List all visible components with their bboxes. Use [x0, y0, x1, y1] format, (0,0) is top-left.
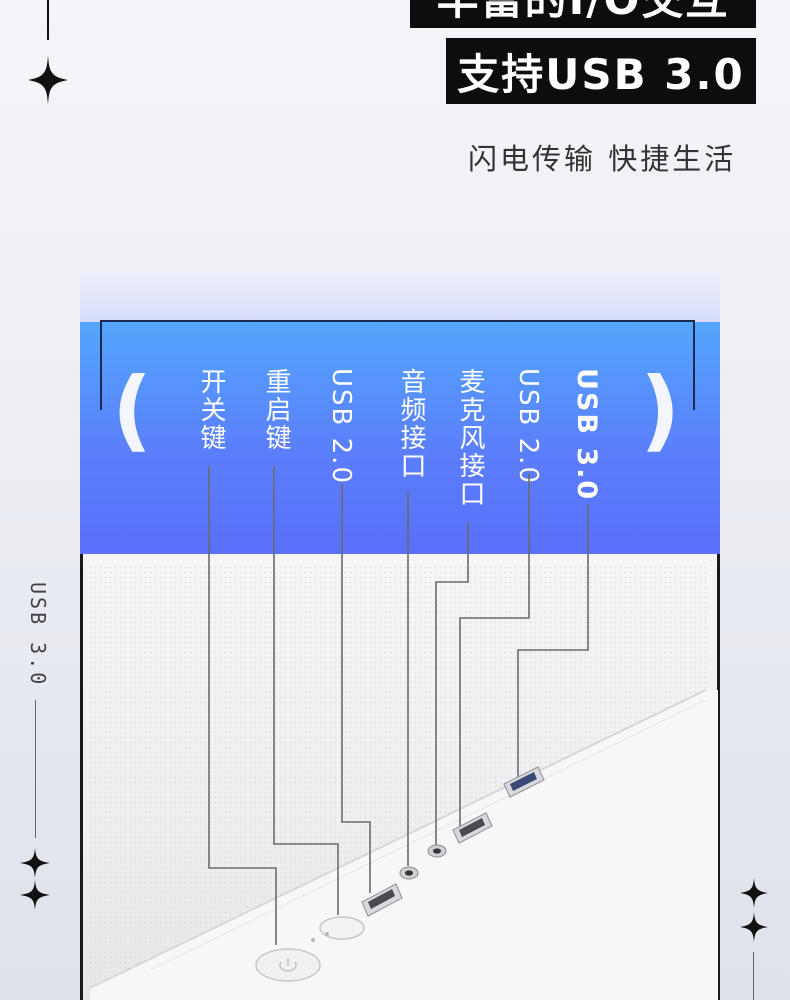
- audio-jack: [399, 866, 419, 880]
- usb3-port: [503, 766, 545, 798]
- label-audio-jack: 音频接口: [396, 368, 426, 480]
- line-usb2-a: [341, 484, 371, 893]
- usb2-port-a: [361, 883, 403, 917]
- reset-button: [319, 916, 365, 940]
- case-edge: [89, 689, 707, 989]
- deco-line-left: [35, 700, 36, 838]
- headline-main: 支持USB 3.0: [446, 38, 756, 104]
- label-usb2-b: USB 2.0: [513, 368, 543, 485]
- line-usb3: [517, 504, 589, 780]
- label-mic-jack: 麦克风接口: [455, 368, 485, 508]
- label-reset-button: 重启键: [261, 368, 291, 452]
- panel-frame: [100, 320, 695, 410]
- sparkle-icon: [28, 55, 68, 105]
- deco-line-right: [753, 952, 754, 1000]
- led-dot: [325, 932, 329, 936]
- headline-top: 丰富的I/O交互: [410, 0, 756, 28]
- bracket-left: (: [112, 358, 153, 461]
- usb2-port-b: [452, 812, 493, 844]
- mic-jack: [427, 844, 447, 858]
- side-usb-text: USB 3.0: [26, 582, 50, 688]
- label-usb2-a: USB 2.0: [326, 368, 356, 485]
- double-sparkle-icon-right: [740, 878, 768, 942]
- line-reset: [273, 466, 339, 915]
- led-dot: [311, 938, 315, 942]
- line-usb2-b: [459, 474, 530, 826]
- label-usb3: USB 3.0: [571, 368, 602, 502]
- io-panel: [80, 322, 720, 554]
- leader-lines: [208, 466, 589, 945]
- bracket-right: ): [640, 358, 681, 461]
- line-power: [208, 466, 277, 945]
- deco-line-top: [47, 0, 49, 40]
- label-power-button: 开关键: [196, 368, 226, 452]
- power-icon: [279, 958, 297, 972]
- case-edge-2: [149, 699, 707, 971]
- double-sparkle-icon: [20, 848, 50, 910]
- line-mic: [435, 522, 469, 845]
- slogan: 闪电传输 快捷生活: [468, 142, 737, 176]
